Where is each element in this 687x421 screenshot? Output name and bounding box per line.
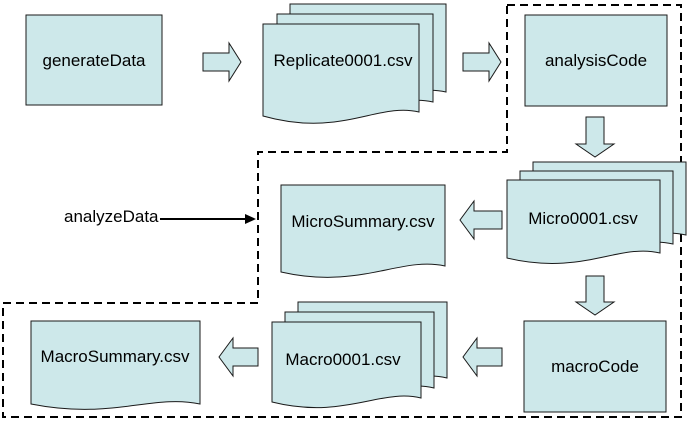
- flow-arrow-left: [459, 199, 503, 241]
- flow-arrow-left: [462, 336, 503, 378]
- flow-arrow-right: [462, 41, 502, 83]
- flow-arrow-down: [574, 116, 616, 158]
- macro-code-label: macroCode: [551, 357, 639, 376]
- flow-arrow-down: [574, 275, 616, 316]
- micro-summary-label: MicroSummary.csv: [291, 212, 435, 231]
- flow-arrow-right: [202, 41, 242, 83]
- micro-summary-node: MicroSummary.csv: [280, 184, 446, 278]
- replicate-csv-node: Replicate0001.csv: [262, 3, 447, 124]
- macro-code-node: macroCode: [523, 320, 667, 413]
- macro-csv-node: Macro0001.csv: [271, 301, 448, 409]
- replicate-csv-label: Replicate0001.csv: [274, 51, 413, 70]
- flow-arrow-left: [218, 336, 259, 378]
- callout-arrowhead: [245, 214, 256, 224]
- generate-data-node: generateData: [25, 14, 163, 106]
- generate-data-label: generateData: [42, 51, 146, 70]
- analysis-code-label: analysisCode: [545, 51, 647, 70]
- micro-csv-node: Micro0001.csv: [506, 161, 687, 264]
- analyze-data-label: analyzeData: [64, 207, 159, 226]
- analysis-code-node: analysisCode: [524, 14, 668, 107]
- macro-summary-label: MacroSummary.csv: [41, 347, 190, 366]
- macro-summary-node: MacroSummary.csv: [30, 320, 201, 410]
- analyze-data-boundary: [2, 4, 682, 418]
- macro-csv-label: Macro0001.csv: [285, 350, 401, 369]
- micro-csv-label: Micro0001.csv: [528, 209, 638, 228]
